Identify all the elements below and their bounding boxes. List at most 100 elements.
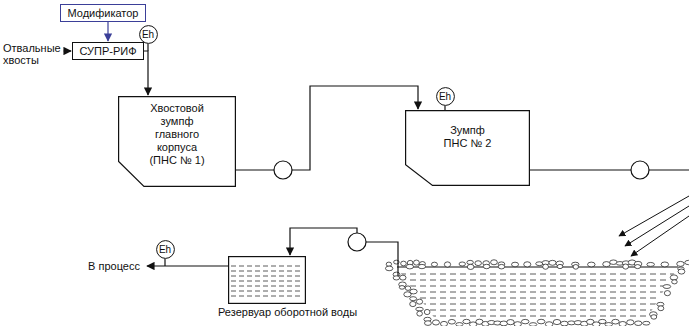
water-line <box>231 296 303 297</box>
stone <box>432 320 439 325</box>
stone <box>627 320 634 325</box>
pump-symbol <box>274 161 292 179</box>
stone <box>524 262 531 267</box>
stone <box>670 275 677 280</box>
stone <box>467 264 474 269</box>
stone <box>483 264 490 268</box>
inflow-arrow <box>625 206 689 246</box>
water-line <box>390 292 689 293</box>
node-text: Зумпф ПНС № 2 <box>440 124 496 150</box>
stone <box>498 264 504 269</box>
pipe <box>366 242 398 276</box>
water-line <box>390 274 689 275</box>
node-text: Модификатор <box>67 7 138 20</box>
stone <box>537 319 545 324</box>
stone <box>424 321 431 326</box>
stone <box>444 262 450 267</box>
stone <box>599 319 607 323</box>
water-line <box>390 298 689 299</box>
stone <box>678 269 685 274</box>
stone <box>475 261 482 266</box>
water-line <box>390 316 689 317</box>
stone <box>663 285 671 289</box>
stone <box>401 261 407 266</box>
stone <box>635 265 641 269</box>
water-line <box>390 310 689 311</box>
stone <box>431 262 437 266</box>
sensor-ring <box>139 25 157 43</box>
stone <box>561 321 569 326</box>
stone <box>410 301 416 306</box>
pump-symbol <box>631 161 649 179</box>
node-text: Eh <box>159 244 171 255</box>
sensor-stem <box>147 44 148 52</box>
stone <box>400 275 406 280</box>
stone <box>414 260 420 265</box>
node-text: Резервуар оборотной воды <box>218 306 357 319</box>
sensor-ring <box>436 87 454 105</box>
stone <box>529 323 537 326</box>
water-line <box>390 280 689 281</box>
pump-symbol <box>348 233 366 251</box>
stone <box>553 319 561 324</box>
stone <box>623 264 629 269</box>
stone <box>573 265 578 270</box>
stone <box>635 321 642 326</box>
stone <box>512 262 519 267</box>
stream-label: В процесс <box>88 260 140 272</box>
stone <box>643 321 650 325</box>
water-line <box>390 304 689 305</box>
pipe <box>290 228 357 255</box>
stone <box>393 276 399 280</box>
stone <box>500 321 507 326</box>
stone <box>605 323 612 326</box>
stone <box>521 319 529 323</box>
stone <box>448 319 455 324</box>
stone <box>588 262 596 267</box>
stone <box>612 319 619 324</box>
water-tank: Резервуар оборотной воды <box>228 256 306 304</box>
pipe <box>530 169 631 170</box>
stone <box>456 323 463 326</box>
stone <box>418 264 425 268</box>
stone <box>543 264 549 269</box>
node-text: СУПР-РИФ <box>79 45 136 58</box>
stone <box>385 266 392 271</box>
water-line <box>231 281 303 282</box>
tank-outline <box>228 256 306 304</box>
stone <box>424 309 430 314</box>
sensor-circle: Eh <box>156 240 175 259</box>
water-line <box>231 286 303 287</box>
node-text: Eh <box>439 91 451 102</box>
node-text: Хвостовой зумпф главного корпуса (ПНС № … <box>144 102 210 167</box>
water-line <box>231 271 303 272</box>
process-box: СУПР-РИФ <box>72 42 144 60</box>
stone <box>661 262 669 267</box>
tank-shape <box>406 111 530 186</box>
stone <box>685 260 689 264</box>
stone <box>603 262 611 267</box>
stone <box>677 261 685 266</box>
stone <box>459 262 465 266</box>
pipe <box>649 169 689 170</box>
water-lines <box>390 274 689 316</box>
stone <box>664 291 670 296</box>
pond-water <box>396 267 678 320</box>
sensor-ring <box>156 240 174 258</box>
stone <box>410 289 417 294</box>
sensor-stem <box>164 259 165 267</box>
stone <box>410 297 417 301</box>
stone <box>399 286 404 290</box>
inflow-arrow <box>619 196 689 236</box>
stone <box>549 260 556 265</box>
stone <box>514 322 522 326</box>
stone <box>467 260 474 264</box>
water-line <box>231 266 303 267</box>
stone <box>463 319 470 323</box>
stone <box>440 321 447 326</box>
stone <box>619 321 626 326</box>
inflow-arrow <box>631 216 689 256</box>
sump-tank: Зумпф ПНС № 2 <box>405 110 530 186</box>
stone <box>416 307 424 311</box>
sump-tank: Хвостовой зумпф главного корпуса (ПНС № … <box>118 96 236 187</box>
